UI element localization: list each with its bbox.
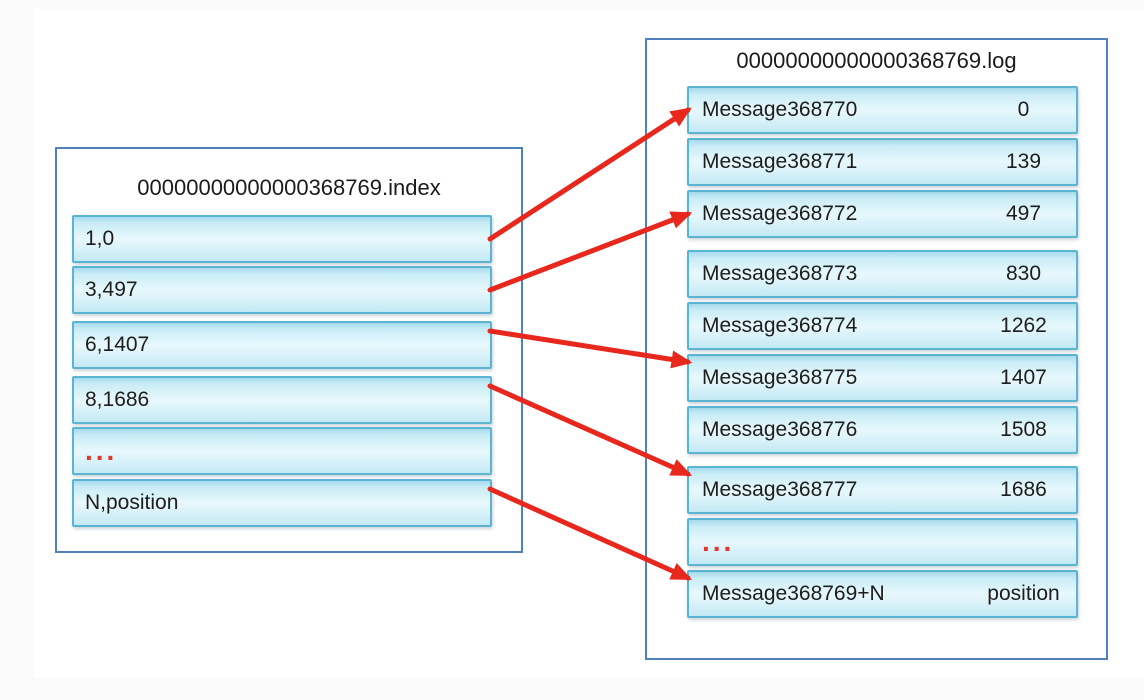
index-file-box: 00000000000000368769.index 1,0 3,497 6,140… bbox=[55, 147, 523, 553]
log-row-position-value: 139 bbox=[1005, 150, 1042, 173]
log-row: Message368775 1407 bbox=[687, 354, 1078, 402]
log-row-message-label: Message368769+N bbox=[702, 582, 885, 605]
index-row-label: N,position bbox=[85, 491, 179, 514]
index-row-label: 8,1686 bbox=[85, 388, 150, 411]
index-rows: 1,0 3,497 6,1407 8,1686... N,position bbox=[72, 215, 492, 527]
log-row-position-value: 830 bbox=[1005, 262, 1042, 285]
log-row-position-value: 1407 bbox=[1000, 366, 1047, 389]
log-row-message-label: Message368770 bbox=[702, 98, 858, 121]
log-row: ... bbox=[687, 518, 1078, 566]
index-row-label: 3,497 bbox=[85, 278, 138, 301]
index-row: N,position bbox=[72, 479, 492, 527]
log-row-message-label: Message368777 bbox=[702, 478, 858, 501]
log-row-position-value: 1508 bbox=[1000, 418, 1047, 441]
page-margin-top bbox=[0, 0, 1144, 9]
index-row-label: 6,1407 bbox=[85, 333, 150, 356]
log-row-message-label: Message368775 bbox=[702, 366, 858, 389]
index-row: 1,0 bbox=[72, 215, 492, 263]
log-row: Message368773 830 bbox=[687, 250, 1078, 298]
index-row: 6,1407 bbox=[72, 321, 492, 369]
log-row-message-label: Message368773 bbox=[702, 262, 858, 285]
log-row-message-label: Message368774 bbox=[702, 314, 858, 337]
log-row: Message368774 1262 bbox=[687, 302, 1078, 350]
index-file-title: 00000000000000368769.index bbox=[137, 175, 441, 200]
log-row-message-label: Message368776 bbox=[702, 418, 858, 441]
log-row-position-value: 1262 bbox=[1000, 314, 1047, 337]
log-row: Message368777 1686 bbox=[687, 466, 1078, 514]
log-row: Message368770 0 bbox=[687, 86, 1078, 134]
index-row-ellipsis: ... bbox=[85, 435, 118, 466]
page-margin-bottom bbox=[0, 678, 1144, 700]
log-file-title: 00000000000000368769.log bbox=[736, 48, 1017, 73]
log-row-position-value: position bbox=[987, 582, 1060, 605]
log-row-message-label: Message368772 bbox=[702, 202, 858, 225]
log-row: Message368771 139 bbox=[687, 138, 1078, 186]
log-row: Message368776 1508 bbox=[687, 406, 1078, 454]
log-row-position-value: 497 bbox=[1005, 202, 1042, 225]
log-row-message-label: Message368771 bbox=[702, 150, 858, 173]
index-row: ... bbox=[72, 427, 492, 475]
log-row-position-value: 0 bbox=[1017, 98, 1030, 121]
log-row-ellipsis: ... bbox=[702, 526, 735, 557]
log-row: Message368769+N position bbox=[687, 570, 1078, 618]
page-margin-left bbox=[0, 0, 34, 700]
index-row-label: 1,0 bbox=[85, 227, 115, 250]
log-row-position-value: 1686 bbox=[1000, 478, 1047, 501]
index-row: 8,1686 bbox=[72, 376, 492, 424]
index-row: 3,497 bbox=[72, 266, 492, 314]
log-row: Message368772 497 bbox=[687, 190, 1078, 238]
